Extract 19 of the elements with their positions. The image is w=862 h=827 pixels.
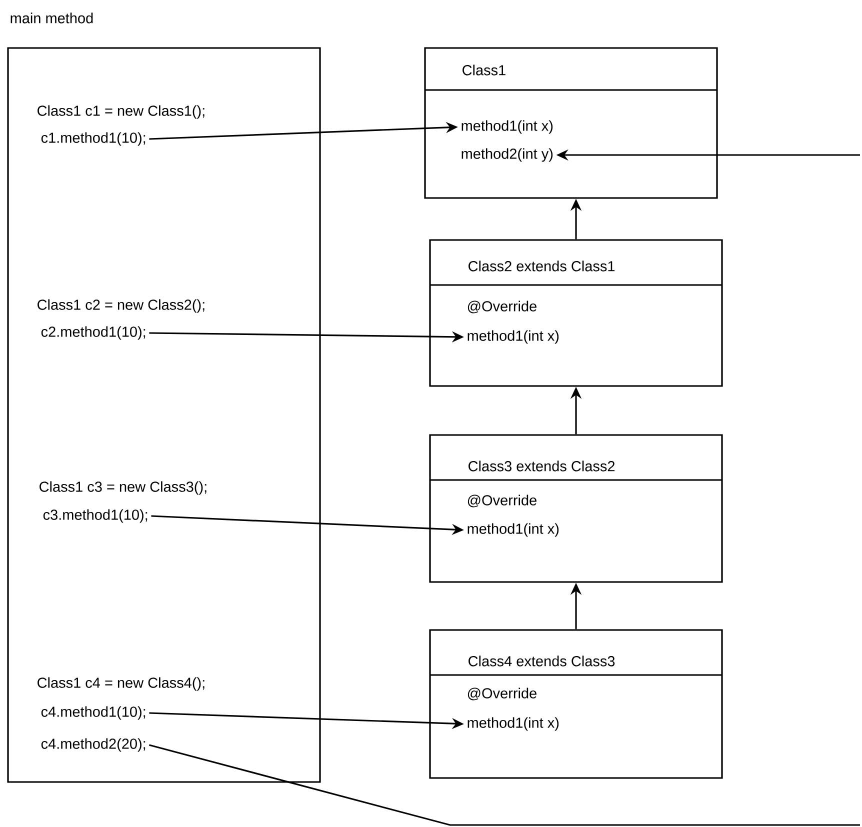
code-line: c4.method1(10); — [41, 706, 146, 720]
method-signature: @Override — [468, 300, 536, 314]
method-signature: method2(int y) — [462, 148, 553, 162]
code-line: Class1 c2 = new Class2(); — [38, 299, 204, 313]
code-line: Class1 c3 = new Class3(); — [40, 481, 206, 495]
method-signature: method1(int x) — [462, 120, 553, 134]
node-label: main method — [10, 12, 93, 24]
code-line: c4.method2(20); — [41, 738, 146, 752]
code-line: c3.method1(10); — [43, 509, 148, 523]
method-signature: @Override — [468, 688, 536, 700]
method-signature: @Override — [468, 494, 536, 508]
method-signature: method1(int x) — [468, 330, 559, 344]
method-signature: method1(int x) — [468, 523, 559, 537]
code-line: Class1 c4 = new Class4(); — [38, 677, 204, 691]
code-line: c1.method1(10); — [41, 132, 146, 146]
method-signature: method1(int x) — [468, 717, 559, 731]
code-line: Class1 c1 = new Class1(); — [38, 105, 204, 119]
code-line: c2.method1(10); — [41, 326, 146, 340]
call-line — [148, 744, 860, 826]
